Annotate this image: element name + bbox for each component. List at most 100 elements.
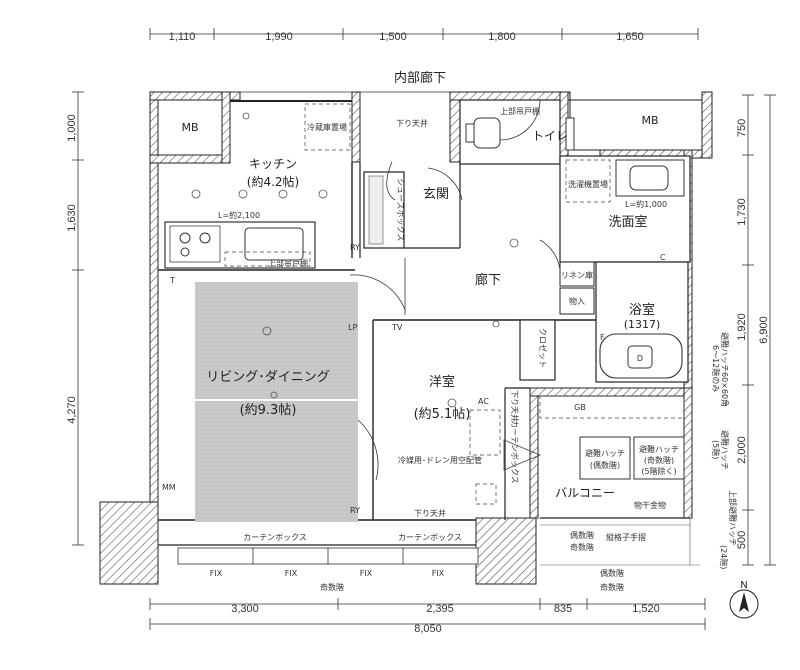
toilet-upper-cupboard: 上部吊戸棚 xyxy=(500,106,540,116)
toilet-fixture xyxy=(465,99,575,151)
fix-1: FIX xyxy=(210,569,223,578)
washroom-label: 洗面室 xyxy=(608,214,647,230)
dim-bottom-4: 1,520 xyxy=(632,603,660,615)
bathroom-size: (1317) xyxy=(624,318,661,331)
shoes-box-label: シューズボックス xyxy=(396,178,406,241)
bathroom-label: 浴室 xyxy=(629,302,655,318)
north-compass-icon xyxy=(729,589,759,619)
kitchen-counter xyxy=(164,221,316,269)
tv-label: TV xyxy=(391,323,403,332)
side-hatch-1b: 6〜12階のみ xyxy=(711,345,721,392)
ry-label-1: RY xyxy=(350,243,360,252)
lowered-ceiling-1: 下り天井 xyxy=(396,118,428,128)
bottom-dimensions: 3,300 2,395 835 1,520 8,050 xyxy=(149,598,706,635)
right-dimensions: 750 1,730 1,920 2,000 500 6,900 xyxy=(736,94,776,566)
entrance-label: 玄関 xyxy=(423,187,449,202)
living-size: (約9.3帖) xyxy=(240,403,297,418)
dim-top-1: 1,110 xyxy=(169,31,196,43)
hatch-even-sub: (偶数階) xyxy=(590,460,620,470)
d-label: D xyxy=(637,354,643,363)
fridge-label: 冷蔵庫置場 xyxy=(307,122,347,132)
fix-2: FIX xyxy=(285,569,298,578)
kitchen-size: (約4.2帖) xyxy=(247,174,299,189)
t-label: T xyxy=(169,276,175,285)
ac-label: AC xyxy=(478,397,489,406)
dim-left-1: 1,000 xyxy=(66,114,78,142)
western-size: (約5.1帖) xyxy=(414,407,471,422)
dim-right-total: 6,900 xyxy=(758,316,770,344)
closet-label: クロゼット xyxy=(538,328,548,368)
side-hatch-3b: (24階) xyxy=(719,545,729,569)
living-floor-shade xyxy=(195,282,358,522)
drain-label: 冷媒用･ドレン用空配管 xyxy=(398,455,482,465)
dim-top-3: 1,500 xyxy=(379,31,407,43)
kitchen-l-label: L=約2,100 xyxy=(218,210,260,220)
toilet-label: トイレ xyxy=(532,129,568,143)
dim-right-1: 750 xyxy=(736,119,748,137)
even-floor-label: 偶数階 xyxy=(570,530,594,540)
laundry-hardware: 物干金物 xyxy=(634,500,666,510)
dim-top-2: 1,990 xyxy=(265,31,293,43)
curtain-box-2: カーテンボックス xyxy=(398,533,462,542)
kitchen-label: キッチン xyxy=(249,157,297,171)
rail-label: 縦格子手摺 xyxy=(606,532,646,542)
dim-top-4: 1,800 xyxy=(488,31,516,43)
f-label: F xyxy=(600,333,605,342)
dim-bottom-total: 8,050 xyxy=(414,623,442,635)
mm-label: MM xyxy=(162,483,176,492)
washer-space xyxy=(565,159,611,203)
hallway-label: 廊下 xyxy=(475,272,501,288)
dim-left-3: 4,270 xyxy=(66,396,78,424)
top-dimensions: 1,110 1,990 1,500 1,800 1,650 xyxy=(149,28,699,43)
gb-label: GB xyxy=(574,403,586,412)
dim-bottom-1: 3,300 xyxy=(231,603,259,615)
fridge-space xyxy=(304,103,351,151)
odd-floor-label: 奇数階 xyxy=(570,542,594,552)
western-label: 洋室 xyxy=(429,374,455,390)
fix-4: FIX xyxy=(432,569,445,578)
ry-label-2: RY xyxy=(350,506,360,515)
balcony-label: バルコニー xyxy=(555,486,615,500)
odd-floor-b: 奇数階 xyxy=(600,582,624,592)
inner-corridor-label: 内部廊下 xyxy=(394,70,446,86)
side-hatch-1: 避難ハッチ60×60角 xyxy=(720,332,730,407)
balcony-area: GB xyxy=(539,395,685,480)
lowered-ceiling-2: 下り天井 xyxy=(510,390,520,422)
hatch-odd-label: 避難ハッチ xyxy=(639,444,679,454)
dim-bottom-3: 835 xyxy=(554,603,572,615)
kitchen-upper-cupboard: 上部吊戸棚 xyxy=(268,258,308,268)
wash-l-label: L=約1,000 xyxy=(625,199,667,209)
fix-3: FIX xyxy=(360,569,373,578)
mb-boxes: MB MB xyxy=(157,99,703,156)
compass-label: N xyxy=(740,580,747,591)
left-dimensions: 1,000 1,630 4,270 xyxy=(66,91,84,546)
odd-floor-bottom: 奇数階 xyxy=(320,582,344,592)
ceiling-lights xyxy=(191,112,519,408)
hatch-even-label: 避難ハッチ xyxy=(585,448,625,458)
curtain-box-3: カーテンボックス xyxy=(510,420,519,484)
dim-right-3: 1,920 xyxy=(736,313,748,341)
curtain-box-1: カーテンボックス xyxy=(243,533,307,542)
linen-label: リネン庫 xyxy=(561,270,593,280)
hatch-odd-sub: (奇数階) xyxy=(644,455,674,465)
dim-bottom-2: 2,395 xyxy=(426,603,454,615)
side-hatch-3: 上部避難ハッチ xyxy=(728,490,738,546)
lp-label: LP xyxy=(348,323,357,332)
living-label: リビング･ダイニング xyxy=(206,370,330,385)
c-label: C xyxy=(660,253,666,262)
washer-label: 洗濯機置場 xyxy=(568,179,608,189)
side-hatch-2b: (5階) xyxy=(711,440,721,459)
dim-top-5: 1,650 xyxy=(616,31,644,43)
mb-right-label: MB xyxy=(641,114,658,127)
lowered-ceiling-3: 下り天井 xyxy=(414,508,446,518)
dim-left-2: 1,630 xyxy=(66,204,78,232)
dim-right-2: 1,730 xyxy=(736,198,748,226)
mb-left-label: MB xyxy=(181,121,198,134)
fix-windows xyxy=(177,547,479,565)
side-hatch-2: 避難ハッチ xyxy=(720,430,730,470)
dim-right-4: 2,000 xyxy=(736,436,748,464)
even-floor-b: 偶数階 xyxy=(600,568,624,578)
storage-label: 物入 xyxy=(569,296,585,306)
dim-right-5: 500 xyxy=(736,531,748,549)
